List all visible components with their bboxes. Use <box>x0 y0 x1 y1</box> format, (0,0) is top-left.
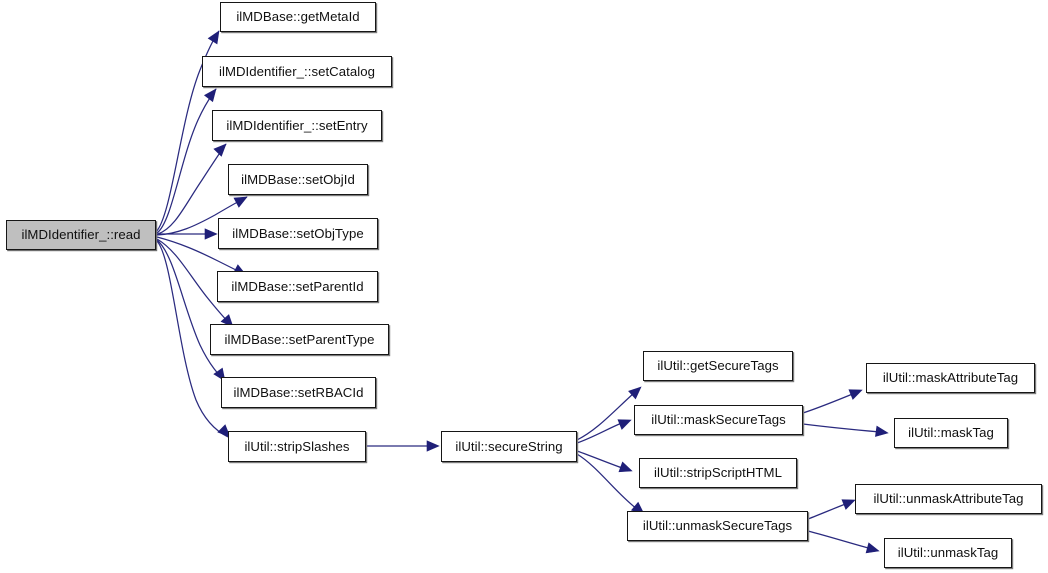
graph-node-label: ilMDIdentifier_::setCatalog <box>218 63 375 79</box>
graph-node-label: ilMDBase::setParentType <box>224 331 375 347</box>
graph-edge-secureString-to-unmaskSecureTags <box>576 453 638 510</box>
graph-node-maskAttributeTag[interactable]: ilUtil::maskAttributeTag <box>866 363 1035 393</box>
graph-node-label: ilUtil::stripSlashes <box>244 438 350 454</box>
graph-node-unmaskTag[interactable]: ilUtil::unmaskTag <box>884 538 1012 568</box>
graph-node-label: ilUtil::unmaskTag <box>897 545 999 561</box>
graph-arrowhead-maskAttributeTag <box>848 389 863 400</box>
graph-node-unmaskAttributeTag[interactable]: ilUtil::unmaskAttributeTag <box>855 484 1042 514</box>
graph-node-label: ilUtil::secureString <box>455 438 563 454</box>
graph-node-getMetaId[interactable]: ilMDBase::getMetaId <box>220 2 376 32</box>
graph-node-setRBACId[interactable]: ilMDBase::setRBACId <box>221 377 376 408</box>
graph-node-label: ilUtil::stripScriptHTML <box>654 465 782 481</box>
graph-edge-secureString-to-stripScriptHTML <box>576 450 626 470</box>
graph-arrowhead-stripSlashes <box>217 424 231 438</box>
graph-edge-read-to-getMetaId <box>155 30 220 233</box>
graph-node-maskSecureTags[interactable]: ilUtil::maskSecureTags <box>634 405 803 435</box>
graph-node-label: ilMDBase::setObjType <box>232 225 364 241</box>
graph-arrowhead-setEntry <box>213 143 227 157</box>
graph-edge-read-to-setRBACId <box>156 239 226 382</box>
graph-node-setEntry[interactable]: ilMDIdentifier_::setEntry <box>212 110 382 141</box>
graph-node-stripScriptHTML[interactable]: ilUtil::stripScriptHTML <box>639 458 797 488</box>
graph-arrowhead-setObjType <box>204 228 218 240</box>
graph-node-label: ilMDIdentifier_::read <box>21 227 141 243</box>
graph-node-getSecureTags[interactable]: ilUtil::getSecureTags <box>643 351 793 381</box>
graph-node-setParentType[interactable]: ilMDBase::setParentType <box>210 324 389 355</box>
graph-edge-maskSecureTags-to-maskAttributeTag <box>802 392 856 414</box>
graph-node-label: ilUtil::maskSecureTags <box>651 412 786 428</box>
graph-node-maskTag[interactable]: ilUtil::maskTag <box>894 418 1008 448</box>
graph-arrowhead-secureString <box>426 440 440 452</box>
graph-edge-secureString-to-maskSecureTags <box>576 421 625 444</box>
graph-arrowhead-maskTag <box>875 425 889 437</box>
graph-edge-maskSecureTags-to-maskTag <box>802 423 881 433</box>
graph-node-label: ilMDBase::setParentId <box>231 278 364 294</box>
graph-node-label: ilUtil::maskTag <box>908 425 994 441</box>
graph-arrowhead-setCatalog <box>203 88 217 103</box>
graph-node-secureString[interactable]: ilUtil::secureString <box>441 431 577 462</box>
graph-arrowhead-maskSecureTags <box>617 419 632 430</box>
graph-arrowhead-getMetaId <box>207 30 220 45</box>
graph-node-setCatalog[interactable]: ilMDIdentifier_::setCatalog <box>202 56 392 87</box>
graph-arrowhead-stripScriptHTML <box>618 461 633 473</box>
graph-arrowhead-setObjId <box>233 196 248 208</box>
graph-node-label: ilUtil::unmaskAttributeTag <box>873 491 1024 507</box>
graph-node-setObjType[interactable]: ilMDBase::setObjType <box>218 218 378 249</box>
graph-node-read[interactable]: ilMDIdentifier_::read <box>6 220 156 250</box>
graph-edge-unmaskSecureTags-to-unmaskTag <box>807 530 873 550</box>
graph-node-setParentId[interactable]: ilMDBase::setParentId <box>217 271 378 302</box>
graph-node-unmaskSecureTags[interactable]: ilUtil::unmaskSecureTags <box>627 511 808 541</box>
graph-edge-read-to-setEntry <box>157 143 227 235</box>
graph-edge-read-to-stripSlashes <box>156 240 229 438</box>
graph-node-label: ilMDBase::setRBACId <box>233 384 364 400</box>
graph-node-label: ilUtil::unmaskSecureTags <box>642 518 793 534</box>
graph-arrowhead-unmaskTag <box>865 542 880 554</box>
graph-node-label: ilUtil::getSecureTags <box>657 358 779 374</box>
graph-node-label: ilMDBase::setObjId <box>241 171 355 187</box>
graph-edge-secureString-to-getSecureTags <box>576 392 635 441</box>
graph-node-label: ilMDIdentifier_::setEntry <box>226 117 368 133</box>
graph-arrowhead-getSecureTags <box>628 386 642 400</box>
graph-node-label: ilMDBase::getMetaId <box>236 9 360 25</box>
graph-node-setObjId[interactable]: ilMDBase::setObjId <box>228 164 368 195</box>
graph-node-label: ilUtil::maskAttributeTag <box>882 370 1019 386</box>
graph-arrowhead-unmaskAttributeTag <box>841 499 856 510</box>
graph-edge-unmaskSecureTags-to-unmaskAttributeTag <box>807 502 849 520</box>
graph-node-stripSlashes[interactable]: ilUtil::stripSlashes <box>228 431 366 462</box>
